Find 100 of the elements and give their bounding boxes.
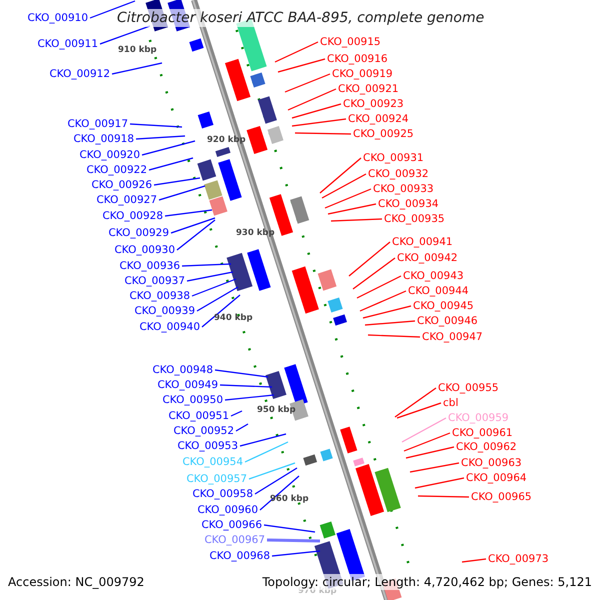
gene-label: CKO_00943 bbox=[403, 270, 464, 282]
gene-label: CKO_00967 bbox=[204, 534, 265, 546]
gene-label: CKO_00944 bbox=[408, 284, 469, 298]
gene-label: CKO_00921 bbox=[338, 82, 399, 96]
leader-line bbox=[136, 135, 186, 140]
gene-label: CKO_00918 bbox=[73, 132, 134, 146]
leader-line bbox=[148, 157, 194, 171]
gene-label: CKO_00935 bbox=[384, 212, 445, 226]
leader-line bbox=[352, 258, 396, 290]
gene-label: CKO_00931 bbox=[363, 152, 424, 164]
leader-line bbox=[322, 173, 366, 199]
scale-label: 950 kbp bbox=[257, 405, 296, 416]
leader-line bbox=[272, 550, 320, 557]
leader-line bbox=[364, 320, 416, 326]
gene-label: CKO_00942 bbox=[397, 252, 458, 264]
gene-label: CKO_00917 bbox=[67, 118, 128, 130]
gene-label: CKO_00925 bbox=[353, 128, 414, 140]
leader-line bbox=[100, 25, 150, 45]
leader-line bbox=[112, 62, 162, 75]
gene-label: CKO_00937 bbox=[124, 274, 185, 288]
gene-label: CKO_00928 bbox=[102, 210, 163, 222]
gene-label: CKO_00934 bbox=[378, 198, 439, 210]
leader-line bbox=[292, 103, 342, 119]
gene-label: CKO_00919 bbox=[332, 68, 393, 80]
gene-label: CKO_00951 bbox=[168, 410, 229, 422]
leader-line bbox=[462, 558, 486, 563]
leader-line bbox=[186, 271, 234, 282]
leader-line bbox=[170, 217, 216, 234]
gene-label: CKO_00940 bbox=[139, 320, 200, 334]
gene-label: CKO_00938 bbox=[129, 290, 190, 302]
gene-label: CKO_00959 bbox=[448, 412, 509, 424]
leader-line bbox=[240, 433, 286, 447]
leader-line bbox=[158, 185, 206, 201]
leader-line bbox=[320, 158, 362, 194]
leader-line bbox=[244, 441, 288, 463]
leader-line bbox=[284, 73, 330, 93]
leader-line bbox=[254, 467, 298, 495]
leader-line bbox=[220, 384, 272, 388]
gene-label: CKO_00964 bbox=[466, 472, 527, 484]
leader-line bbox=[266, 538, 320, 542]
leader-line bbox=[154, 177, 200, 186]
gene-label: CKO_00949 bbox=[157, 378, 218, 392]
leader-line bbox=[292, 118, 346, 127]
gene-label: CKO_00924 bbox=[348, 112, 409, 126]
leader-line bbox=[396, 402, 442, 419]
scale-label: 910 kbp bbox=[118, 45, 157, 56]
gene-label: CKO_00965 bbox=[471, 490, 532, 504]
gene-label: CKO_00939 bbox=[134, 304, 195, 318]
gene-label: CKO_00933 bbox=[373, 182, 434, 196]
leader-line bbox=[182, 263, 232, 267]
leader-line bbox=[356, 275, 402, 299]
leader-line bbox=[202, 294, 240, 328]
gene-label: CKO_00952 bbox=[173, 424, 234, 438]
gene-label: CKO_00946 bbox=[417, 314, 478, 328]
gene-label: CKO_00927 bbox=[96, 194, 157, 206]
leader-line bbox=[328, 203, 376, 215]
leader-line bbox=[278, 58, 326, 73]
leader-line bbox=[224, 394, 274, 401]
gene-label: cbl bbox=[443, 396, 458, 410]
leader-line bbox=[236, 423, 248, 432]
gene-label: CKO_00947 bbox=[422, 330, 483, 344]
gene-label: CKO_00968 bbox=[209, 550, 270, 562]
leader-line bbox=[294, 132, 352, 135]
gene-label: CKO_00936 bbox=[119, 260, 180, 272]
leader-line bbox=[130, 123, 182, 128]
leader-line bbox=[360, 290, 406, 312]
gene-label: CKO_00916 bbox=[327, 52, 388, 66]
leader-line bbox=[324, 188, 372, 209]
gene-label: CKO_00950 bbox=[162, 394, 223, 406]
gene-label: CKO_00923 bbox=[343, 98, 404, 110]
gene-label: CKO_00957 bbox=[186, 472, 247, 486]
leader-line bbox=[164, 209, 212, 217]
leader-line bbox=[348, 242, 390, 276]
leader-line bbox=[142, 140, 196, 156]
leader-line bbox=[260, 476, 300, 510]
leader-line bbox=[214, 369, 268, 378]
gene-label: CKO_00911 bbox=[37, 38, 98, 50]
leader-line bbox=[274, 41, 318, 63]
gene-label: CKO_00953 bbox=[177, 440, 238, 452]
scale-label: 940 kbp bbox=[214, 313, 253, 324]
gene-label: CKO_00926 bbox=[91, 178, 152, 192]
leader-line bbox=[230, 410, 242, 417]
gene-label: CKO_00948 bbox=[152, 364, 213, 376]
leader-line bbox=[196, 286, 238, 312]
gene-label: CKO_00930 bbox=[114, 244, 175, 256]
gene-label: CKO_00922 bbox=[86, 164, 147, 176]
gene-label: CKO_00920 bbox=[79, 148, 140, 162]
leader-line bbox=[176, 220, 216, 250]
gene-label: CKO_00966 bbox=[201, 518, 262, 532]
gene-label: CKO_00910 bbox=[27, 12, 88, 24]
leader-line bbox=[192, 278, 236, 297]
title: Citrobacter koseri ATCC BAA-895, complete genome bbox=[117, 9, 484, 27]
leader-line bbox=[414, 477, 464, 489]
gene-label: CKO_00941 bbox=[392, 236, 453, 248]
scale-label: 970 kbp bbox=[298, 586, 337, 597]
leader-line bbox=[418, 495, 470, 498]
leader-line bbox=[404, 432, 450, 452]
leader-line bbox=[90, 0, 136, 19]
gene-label: CKO_00929 bbox=[108, 226, 169, 240]
leader-line bbox=[394, 388, 436, 418]
